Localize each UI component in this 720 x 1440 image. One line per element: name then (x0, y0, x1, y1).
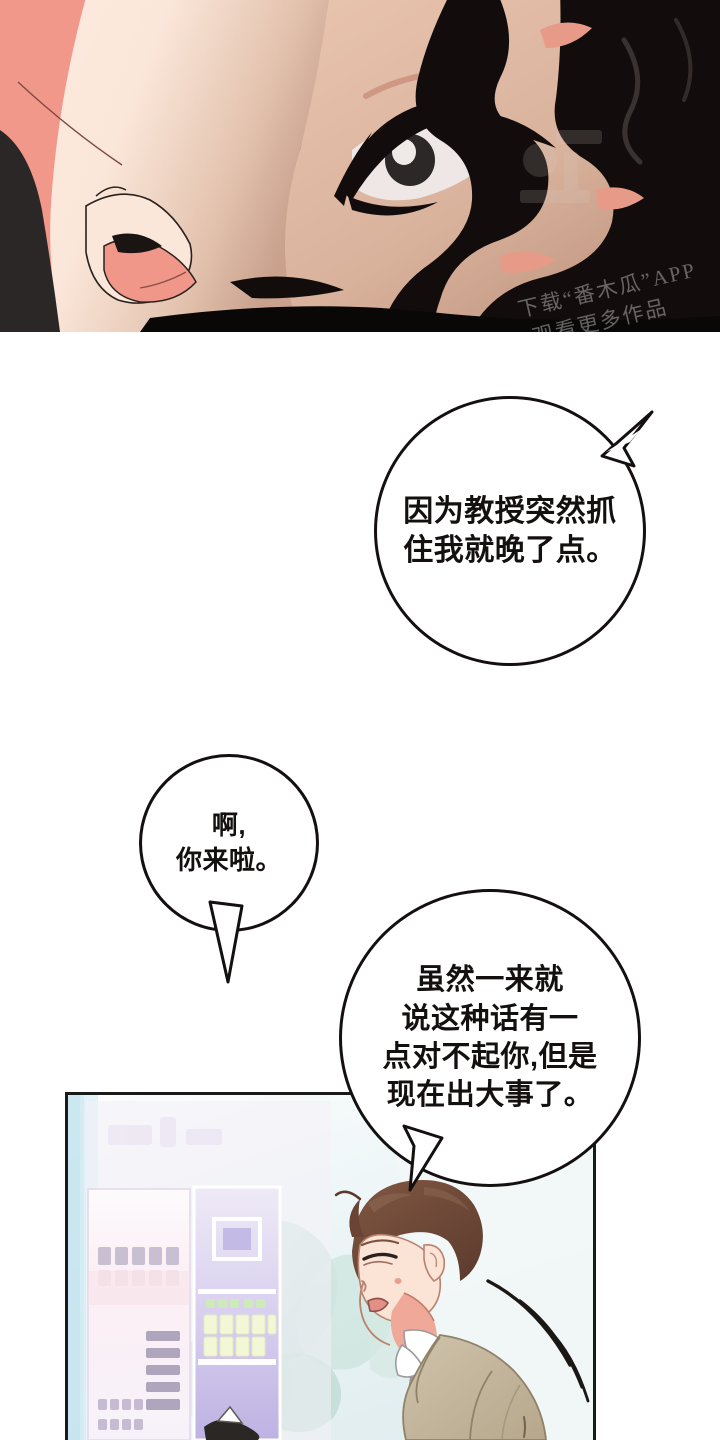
speech-bubble-3-tail (396, 1124, 450, 1196)
speech-bubble-1-text: 因为教授突然抓 住我就晚了点。 (403, 495, 617, 567)
speech-bubble-2: 啊, 你来啦。 (139, 754, 319, 932)
speech-bubble-1: 因为教授突然抓 住我就晚了点。 (374, 396, 646, 666)
speech-bubble-3-text: 虽然一来就 说这种话有一 点对不起你,但是 现在出大事了。 (382, 964, 598, 1112)
speech-bubble-2-tail (206, 900, 250, 986)
speech-bubble-3: 虽然一来就 说这种话有一 点对不起你,但是 现在出大事了。 (339, 889, 641, 1187)
speech-bubble-2-text: 啊, 你来啦。 (175, 810, 282, 875)
panel-top-artwork (0, 0, 720, 332)
speech-bubble-1-tail (600, 410, 660, 468)
panel-top-closeup: 下载“番木瓜”APP 观看更多作品 (0, 0, 720, 332)
closeup-faces-illustration (0, 0, 720, 332)
panel-bottom-scene (65, 1092, 596, 1440)
vending-machine-boy-illustration (68, 1095, 593, 1440)
